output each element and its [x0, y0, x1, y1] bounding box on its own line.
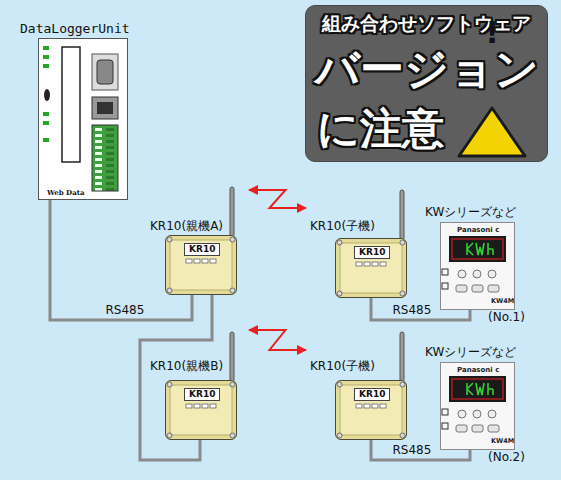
radio-unit-outline: KR10 — [335, 238, 407, 298]
series-name: KWシリーズなど — [425, 346, 516, 360]
data-logger-unit-outline: Web Data — [38, 38, 128, 200]
warning-triangle-shape — [459, 108, 525, 156]
warning-subtitle: 組み合わせソフトウェア — [306, 13, 547, 35]
wireless-link — [249, 330, 306, 350]
model-label: KW4M — [491, 298, 514, 305]
model-label: KR10 — [354, 246, 390, 259]
radio-unit-illustration — [165, 332, 237, 440]
radio-unit-outline: KR10 — [165, 235, 237, 295]
radio-unit: KR10 KR10(親機A) — [148, 185, 245, 297]
data-logger-illustration — [62, 47, 80, 162]
data-logger-illustration — [38, 38, 128, 200]
data-logger-illustration — [43, 121, 49, 125]
radio-unit-outline: KR10 — [335, 380, 407, 440]
radio-unit: KR10 KR10(子機) — [308, 188, 408, 302]
power-meter-outline: Panasoni c KW4M — [440, 362, 515, 450]
brand-label: Web Data — [47, 189, 84, 197]
data-logger-illustration — [43, 55, 49, 59]
radio-unit-outline: KR10 — [165, 380, 237, 440]
device-name: DataLoggerUnit — [20, 22, 130, 37]
data-logger-illustration — [43, 138, 49, 142]
warning-triangle: ! — [456, 105, 528, 159]
data-logger-illustration — [44, 89, 50, 101]
unit-number: (No.2) — [488, 451, 525, 465]
wireless-link — [249, 190, 306, 208]
cable-label: RS485 — [391, 304, 434, 318]
model-label: KR10 — [184, 243, 220, 256]
model-label: KR10 — [184, 388, 220, 401]
data-logger-illustration — [92, 125, 118, 191]
data-logger-illustration — [43, 112, 49, 116]
unit-name: KR10(親機A) — [150, 220, 223, 234]
data-logger-illustration — [92, 97, 118, 119]
series-name: KWシリーズなど — [425, 206, 516, 220]
warning-heading: に注意 — [317, 104, 444, 154]
exclamation-mark: ! — [456, 18, 528, 48]
unit-name: KR10(子機) — [310, 220, 375, 234]
cable-label: RS485 — [104, 304, 147, 318]
data-logger-illustration — [43, 64, 49, 68]
power-meter: Panasoni c KW4M KWシリーズなど (No.1) — [423, 203, 548, 325]
radio-unit: KR10 KR10(親機B) — [148, 325, 245, 442]
data-logger-illustration — [43, 46, 49, 50]
power-meter-illustration — [440, 222, 515, 310]
warning-triangle-outline — [456, 105, 528, 159]
unit-number: (No.1) — [488, 311, 525, 325]
unit-name: KR10(親機B) — [150, 360, 223, 374]
power-meter-outline: Panasoni c KW4M — [440, 222, 515, 310]
warning-panel: 組み合わせソフトウェアバージョンに注意! — [305, 5, 548, 162]
rs485-cable — [371, 440, 470, 460]
rs485-cable — [140, 295, 212, 460]
rs485-cable — [371, 298, 470, 320]
radio-unit: KR10 KR10(子機) — [308, 330, 408, 442]
brand-label: Panasoni c — [457, 366, 499, 374]
data-logger-illustration — [92, 54, 118, 90]
warning-heading: バージョン — [306, 43, 547, 96]
rs485-cable — [50, 200, 192, 320]
power-meter: Panasoni c KW4M KWシリーズなど (No.2) — [423, 343, 548, 465]
model-label: KR10 — [354, 388, 390, 401]
data-logger-illustration — [38, 38, 128, 200]
radio-unit-illustration — [335, 332, 407, 440]
power-meter-illustration — [440, 362, 515, 450]
data-logger-unit: Web Data DataLoggerUnit — [18, 20, 133, 202]
data-logger-illustration — [97, 102, 113, 114]
brand-label: Panasoni c — [457, 226, 499, 234]
data-logger-illustration — [97, 60, 113, 84]
radio-unit-illustration — [165, 187, 237, 295]
radio-unit-illustration — [335, 190, 407, 298]
cable-label: RS485 — [391, 444, 434, 458]
unit-name: KR10(子機) — [310, 360, 375, 374]
model-label: KW4M — [491, 438, 514, 445]
